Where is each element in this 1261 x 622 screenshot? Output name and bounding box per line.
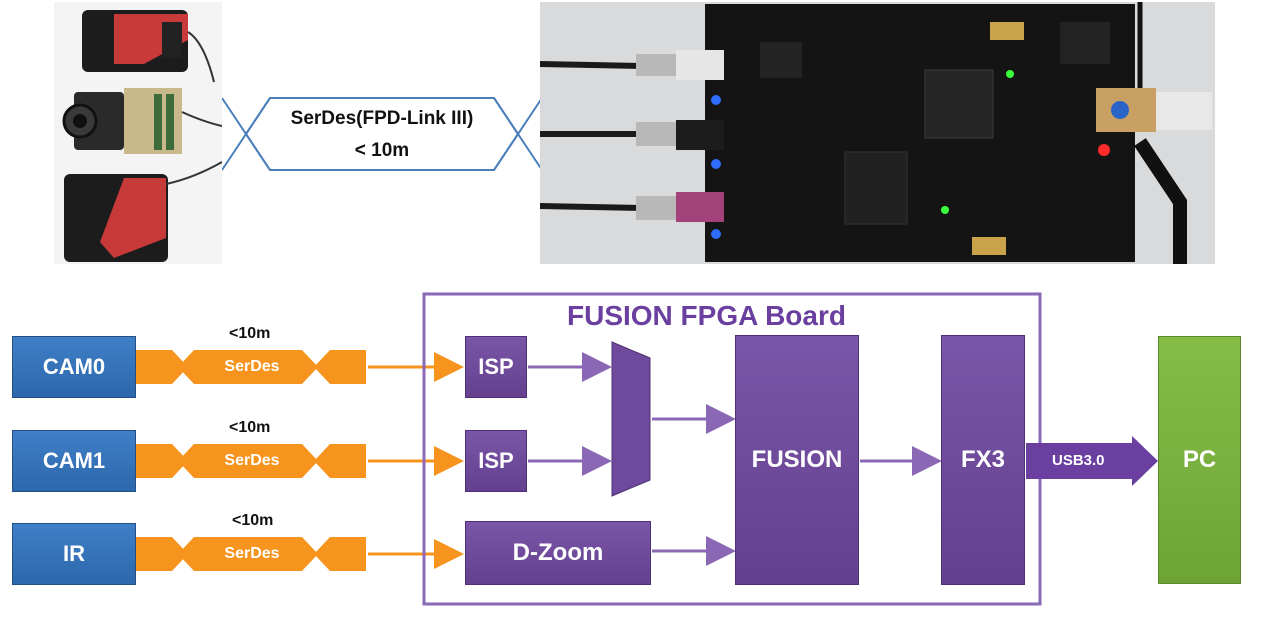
camera-modules-photo [54, 2, 222, 264]
usb-link-label: USB3.0 [1052, 452, 1105, 469]
isp1-label: ISP [478, 448, 514, 473]
isp1-block: ISP [465, 430, 527, 492]
fpga-board-illustration [540, 2, 1212, 264]
ir-distance-label: <10m [232, 512, 274, 529]
dzoom-label: D-Zoom [512, 539, 604, 566]
pc-label: PC [1182, 446, 1217, 473]
callout-distance: < 10m [354, 140, 410, 161]
serdes-link-cam0 [136, 350, 366, 384]
cam1-serdes-label: SerDes [224, 452, 280, 469]
ir-label: IR [63, 541, 85, 566]
fpga-board-photo [540, 2, 1215, 264]
dzoom-block: D-Zoom [465, 521, 651, 585]
fx3-block: FX3 [941, 335, 1025, 585]
isp0-label: ISP [478, 354, 514, 379]
callout-title: SerDes(FPD-Link III) [290, 108, 474, 129]
board-title: FUSION FPGA Board [567, 300, 846, 331]
cam0-serdes-label: SerDes [224, 358, 280, 375]
pc-block: PC [1158, 336, 1241, 584]
serdes-link-cam1 [136, 444, 366, 478]
isp0-block: ISP [465, 336, 527, 398]
cam0-distance-label: <10m [229, 325, 271, 342]
cam0-label: CAM0 [42, 354, 106, 379]
cam0-block: CAM0 [12, 336, 136, 398]
cam1-label: CAM1 [42, 448, 106, 473]
diagram-connectors [136, 292, 1158, 606]
fx3-label: FX3 [960, 446, 1005, 473]
cam1-block: CAM1 [12, 430, 136, 492]
fusion-block: FUSION [735, 335, 859, 585]
cam1-distance-label: <10m [229, 419, 271, 436]
ir-serdes-label: SerDes [224, 545, 280, 562]
camera-modules-illustration [62, 10, 222, 262]
fusion-label: FUSION [751, 446, 843, 473]
serdes-callout-shape [222, 97, 542, 171]
ir-block: IR [12, 523, 136, 585]
serdes-link-ir [136, 537, 366, 571]
